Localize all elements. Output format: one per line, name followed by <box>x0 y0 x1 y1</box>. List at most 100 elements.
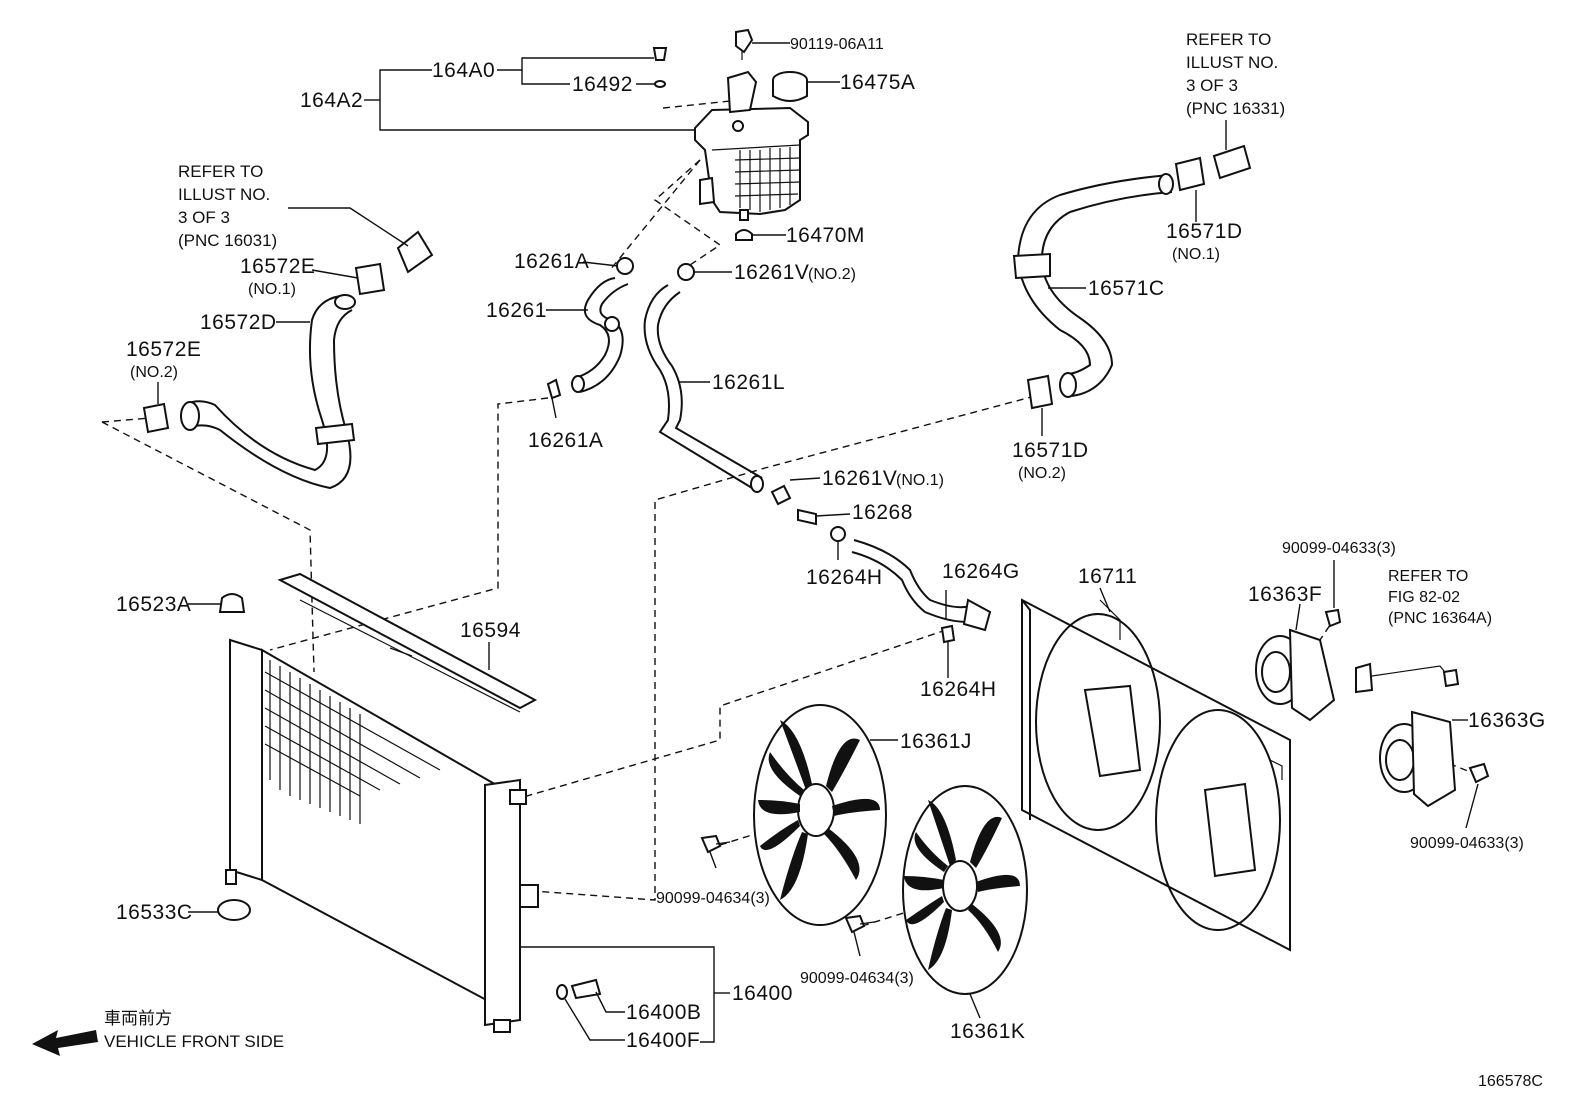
label-16571D-bottom[interactable]: 16571D <box>1012 439 1089 462</box>
fan-16361J <box>753 704 887 926</box>
label-16268[interactable]: 16268 <box>852 501 913 524</box>
cushion-16523A <box>218 593 246 613</box>
refer-note-left: REFER TO ILLUST NO. 3 OF 3 (PNC 16031) <box>178 162 277 250</box>
grommet-16470M <box>735 229 753 241</box>
label-16523A[interactable]: 16523A <box>116 593 191 616</box>
clamp-16261A-top <box>604 257 634 332</box>
label-16261L[interactable]: 16261L <box>712 371 785 394</box>
note-16571D-top: (NO.1) <box>1172 246 1220 263</box>
label-16261A-bottom[interactable]: 16261A <box>528 429 603 452</box>
label-90099-04634-right[interactable]: 90099-04634(3) <box>800 970 914 987</box>
label-16400F[interactable]: 16400F <box>626 1029 700 1052</box>
label-16363G[interactable]: 16363G <box>1468 709 1546 732</box>
label-90119-06A11[interactable]: 90119-06A11 <box>790 36 884 53</box>
svg-text:REFER TO: REFER TO <box>1186 30 1271 49</box>
clamp-16261V-bottom <box>770 484 792 506</box>
svg-text:(PNC 16364A): (PNC 16364A) <box>1388 610 1492 627</box>
hose-16571C <box>1012 173 1174 398</box>
svg-text:FIG 82-02: FIG 82-02 <box>1388 589 1460 606</box>
clamp-16261A-bottom <box>546 378 562 400</box>
label-16571D-top[interactable]: 16571D <box>1166 220 1243 243</box>
label-16261V-bottom[interactable]: 16261V <box>822 467 897 490</box>
note-16261V-bottom: (NO.1) <box>896 472 944 489</box>
clamp-16572E-bottom <box>142 402 170 434</box>
label-164A2[interactable]: 164A2 <box>300 89 363 112</box>
clamp-16571D-top <box>1174 156 1206 192</box>
bolt-90099-04633-bottom <box>1468 762 1490 784</box>
label-16533C[interactable]: 16533C <box>116 901 193 924</box>
svg-text:3 OF 3: 3 OF 3 <box>1186 76 1238 95</box>
clamp-16572E-top <box>354 262 386 296</box>
radiator-16400 <box>225 638 539 1033</box>
label-16400[interactable]: 16400 <box>732 982 793 1005</box>
fan-16361K <box>902 785 1028 995</box>
figure-code: 166578C <box>1478 1073 1543 1090</box>
direction-jp: 車両前方 <box>104 1009 172 1028</box>
bolt-90099-04634-left <box>700 834 731 854</box>
label-16492[interactable]: 16492 <box>572 73 633 96</box>
fan-shroud-16711 <box>1021 598 1291 952</box>
fan-motor-16363F <box>1255 628 1460 722</box>
label-16475A[interactable]: 16475A <box>840 71 915 94</box>
label-16261V-top[interactable]: 16261V <box>734 261 809 284</box>
label-16264G[interactable]: 16264G <box>942 560 1020 583</box>
label-16361K[interactable]: 16361K <box>950 1020 1025 1043</box>
refer-note-fig: REFER TO FIG 82-02 (PNC 16364A) <box>1388 568 1492 627</box>
label-16400B[interactable]: 16400B <box>626 1001 701 1024</box>
label-16261A-top[interactable]: 16261A <box>514 250 589 273</box>
label-16572E-bottom[interactable]: 16572E <box>126 338 201 361</box>
note-16261V-top: (NO.2) <box>808 266 856 283</box>
hose-16572D <box>180 294 356 490</box>
label-164A0[interactable]: 164A0 <box>432 59 495 82</box>
refer-note-top-right: REFER TO ILLUST NO. 3 OF 3 (PNC 16331) <box>1186 30 1285 118</box>
label-16264H-top[interactable]: 16264H <box>806 566 883 589</box>
svg-text:3 OF 3: 3 OF 3 <box>178 208 230 227</box>
label-90099-04633-bottom[interactable]: 90099-04633(3) <box>1410 835 1524 852</box>
label-16361J[interactable]: 16361J <box>900 730 972 753</box>
cushion-16533C <box>217 899 251 921</box>
tank-grid <box>734 147 801 212</box>
clamp-16264H-bottom <box>940 624 956 644</box>
label-16594[interactable]: 16594 <box>460 619 521 642</box>
svg-text:ILLUST NO.: ILLUST NO. <box>178 185 270 204</box>
leader-lines <box>157 42 1479 1043</box>
label-90099-04633-top[interactable]: 90099-04633(3) <box>1282 540 1396 557</box>
reservoir-tank <box>694 70 809 221</box>
label-16363F[interactable]: 16363F <box>1248 583 1322 606</box>
note-16571D-bottom: (NO.2) <box>1018 465 1066 482</box>
o-ring-16400F <box>556 984 568 1000</box>
label-16572D[interactable]: 16572D <box>200 311 277 334</box>
clamp-16571D-bottom <box>1026 374 1054 410</box>
label-16264H-bottom[interactable]: 16264H <box>920 678 997 701</box>
pipe-pnc16031 <box>396 230 434 274</box>
reservoir-cap <box>772 71 808 102</box>
clamp-16264H-top <box>830 526 846 542</box>
radiator-fins <box>264 660 441 824</box>
front-direction-arrow <box>32 1030 98 1056</box>
radiator-support-16594 <box>277 572 538 713</box>
cap-bolt <box>735 28 754 60</box>
note-16572E-top: (NO.1) <box>248 281 296 298</box>
union-16268 <box>797 508 817 526</box>
svg-text:(PNC 16331): (PNC 16331) <box>1186 99 1285 118</box>
label-16261[interactable]: 16261 <box>486 299 547 322</box>
svg-text:(PNC 16031): (PNC 16031) <box>178 231 277 250</box>
svg-text:REFER TO: REFER TO <box>178 162 263 181</box>
label-16571C[interactable]: 16571C <box>1088 277 1165 300</box>
bolt-90099-04633-top <box>1324 608 1342 628</box>
part-labels: 164A0 164A2 16492 90119-06A11 16475A 164… <box>116 36 1546 1052</box>
svg-text:REFER TO: REFER TO <box>1388 568 1468 585</box>
clamp-on-hose-16572D <box>314 422 356 446</box>
svg-text:ILLUST NO.: ILLUST NO. <box>1186 53 1278 72</box>
label-16470M[interactable]: 16470M <box>786 224 865 247</box>
note-16572E-bottom: (NO.2) <box>130 364 178 381</box>
fan-motor-16363G <box>1379 710 1457 808</box>
label-90099-04634-left[interactable]: 90099-04634(3) <box>656 890 770 907</box>
hose-16261L <box>643 284 764 493</box>
hose-16264G <box>851 539 992 632</box>
label-16711[interactable]: 16711 <box>1078 565 1137 588</box>
pipe-pnc16331 <box>1212 144 1252 180</box>
clamp-16261V-top <box>677 263 695 281</box>
label-16572E-top[interactable]: 16572E <box>240 255 315 278</box>
